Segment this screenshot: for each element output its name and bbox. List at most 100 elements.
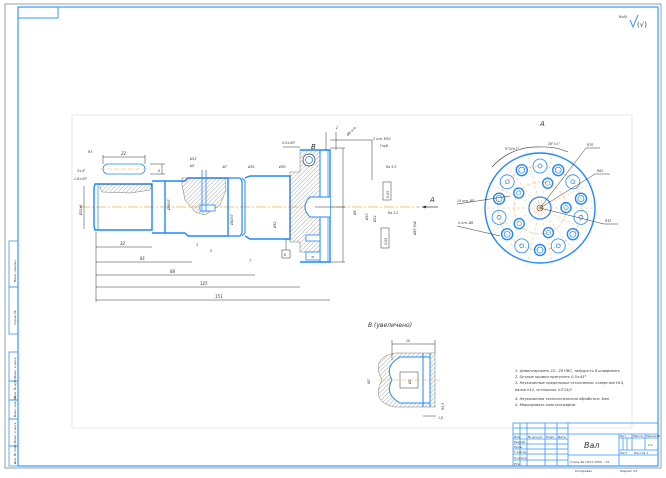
note-5: 5. Маркировать электрографом [515,403,576,407]
flange-dia-hole2: Ø10 [364,213,369,221]
view-a-r-mid: R62 [597,169,603,173]
flange-hole [532,158,548,174]
section-label-b: В [311,143,316,151]
dim-len-5: 5 [210,249,212,253]
tb-row-doc: № докум. [528,435,543,439]
view-a-label: А [539,120,545,128]
flange-hole-inner [504,179,510,185]
detail-b-angle: 60° [367,378,371,384]
roughness-symbol: Rz40 (√) [619,14,647,29]
flange-hole-inner [519,243,525,249]
flange-hole-inner [578,214,584,220]
tb-row-date: Дата [558,435,566,439]
flange-inner-hole-core [545,180,551,186]
view-a-holes1: 14 отв. Ø5 [457,198,474,203]
flange-hole-inner [518,166,526,174]
tb-role-tcontr: Т.контр. [513,450,527,454]
dim-key-len: 22 [121,151,127,156]
side-label-7: Инв. № подл. [13,443,17,464]
flange-hole-inner [554,166,562,174]
tolerance-2: 0,05 [384,238,388,245]
view-a-arrow-label: А [429,196,435,204]
note-3: 3. Неуказанные предельные отклонения: от… [515,381,624,385]
dim-angle: 45° [222,165,228,169]
detail-b-rad: R0,5 [441,403,445,410]
roughness-general: (√) [637,21,647,29]
dim-len-a: 81 [140,256,145,261]
flange-inner-hole [513,217,525,230]
mass-label: Масса [633,434,643,438]
sheets-label: Листов 1 [634,451,648,455]
flange-inner-hole-core [516,221,522,227]
note-1: 1. Цементировать 22...28 HRC, твёрдость … [515,369,620,373]
side-label-1: Перв. примен. [13,259,17,282]
flange-inner-hole [513,187,525,199]
dim-len-d: 151 [215,294,223,299]
dim-len-3: 3 [196,243,198,247]
flange-len: 8 [311,256,315,258]
lit-label: Лит. [620,434,627,438]
dimension-lines [83,132,373,302]
flange-hole [573,209,589,225]
technical-notes: 1. Цементировать 22...28 HRC, твёрдость … [515,369,624,407]
detail-b-marker [302,153,316,167]
tb-role-ncontr: Н.контр. [514,456,527,460]
dim-chamfer-1: 2×4° [77,169,86,173]
side-label-3: Подп. и дата [13,357,17,378]
view-a-angle2: 28°±1° [548,142,560,146]
note-3b: валов h14, остальных ±IT14/2 [515,388,573,392]
dim-dia-mid: Ø35 [247,164,255,169]
part-material: Сталь 40 ГОСТ 1050 – 74 [570,460,609,464]
format-label: Формат А3 [620,469,637,473]
roughness-value: Rz40 [619,15,627,19]
detail-b-dia: Ø3 [407,379,412,385]
drawing-frame [17,6,659,467]
copy-label: Копировал [575,469,592,473]
flange-dia-in: Ø5 [352,210,357,216]
dim-len-7: 7 [249,259,251,263]
side-label-2: Справ. № [13,310,17,325]
view-a-r-outer: R70 [587,143,593,147]
part-name: Вал [584,441,600,450]
shaft-main-view: 32 81 88 125 151 22 R3 6 2×4° 1.6×45° Ø3… [74,125,438,302]
tb-row-izm: Изм. [514,435,521,439]
flange-inner-hole [560,201,572,214]
tb-role-check: Пров. [514,445,523,449]
flange-hole [574,192,588,205]
flange-dia-hole: Ø12 [372,215,377,223]
view-a-holes2: 5 отв. Ø8 [458,220,473,225]
flange-inner-hole [542,226,555,239]
flange-hole [550,238,566,254]
view-a-r-inner: R32 [605,219,611,223]
flange-hole-inner [569,230,577,238]
flange-hole [514,238,530,254]
outer-border [4,3,662,469]
key-groove-section [99,183,153,194]
flange-inner-hole-core [563,205,569,211]
flange-hole [499,174,515,190]
flange-hole-inner [536,246,544,254]
flange-hole [565,174,581,190]
detail-b: В (увеличено) 10 60° Ø3 R0,5 1,6 [367,322,445,420]
flange-hole [500,227,514,241]
view-a: А 9°24±1° 28°±1° R70 R62 R32 14 отв. Ø5 … [456,120,618,265]
side-label-5: Взам. инв. № [13,397,17,417]
note-2: 2. Острые кромки притупить 0,5×45° [515,375,586,379]
flange-hole-inner [570,179,576,185]
flange-hole-inner [577,195,585,203]
shaft-journal-left [93,183,153,231]
flange-hole-inner [537,163,543,169]
flange-hole-inner [555,243,561,249]
tolerance-frame-1 [382,181,392,201]
flange-depth: Глуб. [380,144,389,148]
flange-hole [491,209,507,225]
flange-thread-note: 2 отв. М10 [373,137,391,141]
dim-groove-2: Ø2 [189,163,195,168]
flange-width: 2 [336,126,338,130]
flange-chamfer: 0.5×45° [282,141,296,145]
dim-dia-left: Ø32k6 [78,205,83,216]
side-label-6: Подп. и дата [13,422,17,443]
side-label-4: Инв. № дубл. [13,377,17,398]
scale-label: Масштаб [646,434,660,438]
